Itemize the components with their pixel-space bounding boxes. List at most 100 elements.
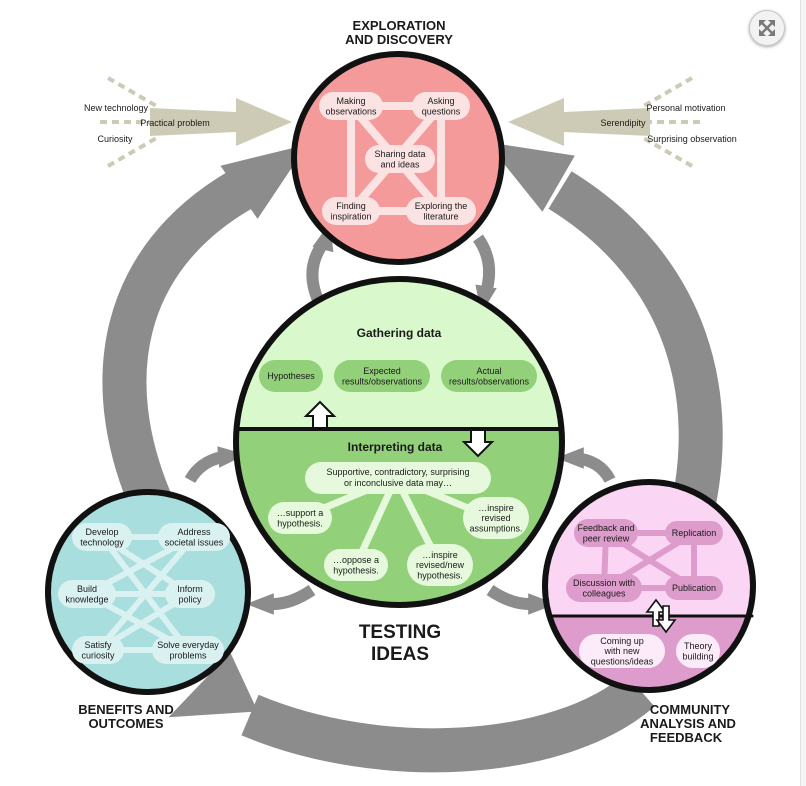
gathering-node-hypotheses: Hypotheses (259, 360, 323, 392)
exploration-node-finding-label: inspiration (330, 211, 371, 221)
arrow-up-to-gathering (303, 400, 337, 429)
benefits-node-satisfy-label: curiosity (81, 650, 115, 660)
outcome-node-revise_hyp-label: hypothesis. (417, 570, 463, 580)
benefits-node-address-label: societal issues (165, 537, 224, 547)
exploration-node-exploring-shape (406, 197, 476, 225)
benefits-node-build-shape (58, 580, 116, 608)
testing-title-line1: TESTING (359, 622, 441, 643)
benefits-node-address-label: Address (177, 527, 211, 537)
community-node-coming_up-label: Coming up (600, 636, 644, 646)
exploration-node-asking-label: Asking (427, 96, 454, 106)
outcome-node-revise_hyp-label: …inspire (422, 550, 458, 560)
benefits-node-address-shape (158, 523, 230, 551)
cycle-arrowhead-benefits (168, 652, 258, 718)
exploration-node-exploring-label: Exploring the (415, 201, 468, 211)
outcome-node-support-label: hypothesis. (277, 518, 323, 528)
input-label-surprising-observation: Surprising observation (647, 134, 737, 144)
input-dashes-right-0 (639, 76, 693, 110)
community-node-publication-shape (665, 576, 723, 600)
outcome-node-revise_assump-label: …inspire (478, 503, 514, 513)
gathering-node-actual-label: Actual (476, 366, 501, 376)
community-title-line3: FEEDBACK (650, 730, 723, 745)
outcome-node-revise_hyp-label: revised/new (416, 560, 465, 570)
exploration-node-finding-shape (322, 197, 380, 225)
community-node-theory-shape (676, 634, 720, 668)
benefits-node-solve-label: problems (169, 650, 207, 660)
cycle-arrow-community-to-benefits (241, 672, 655, 773)
connector-testing-to-community (486, 584, 533, 611)
benefits-node-solve-shape (152, 636, 224, 664)
community-node-coming_up-shape (579, 634, 665, 668)
outcome-node-oppose-label: hypothesis. (333, 565, 379, 575)
outcome-node-revise_assump-label: assumptions. (469, 523, 522, 533)
exploration-node-sharing-label: Sharing data (374, 149, 425, 159)
page-edge (800, 0, 806, 786)
gathering-node-actual-label: results/observations (449, 376, 530, 386)
benefits-title-line1: BENEFITS AND (78, 702, 174, 717)
gathering-data-title: Gathering data (357, 326, 442, 340)
input-dashes-right-2 (639, 134, 693, 168)
exploration-node-making-label: observations (325, 106, 377, 116)
exploration-circle: MakingobservationsAskingquestionsSharing… (291, 51, 505, 265)
exploration-node-asking-label: questions (422, 106, 461, 116)
connector-head-benefits (217, 446, 246, 468)
connector-exploration-to-testing (472, 234, 496, 294)
community-node-publication: Publication (665, 576, 723, 600)
expand-button[interactable] (749, 10, 785, 46)
outcome-node-revise_hyp-shape (407, 544, 473, 586)
benefits-node-solve-label: Solve everyday (157, 640, 219, 650)
testing-top-half (236, 279, 562, 429)
community-node-discussion-label: Discussion with (573, 578, 635, 588)
benefits-node-inform-shape (165, 580, 215, 608)
benefits-link-4 (95, 534, 197, 653)
input-arrow-left (150, 98, 292, 146)
benefits-node-build-label: knowledge (65, 594, 108, 604)
community-node-feedback-shape (574, 519, 638, 547)
community-title-line2: ANALYSIS AND (640, 716, 736, 731)
gathering-node-expected-label: Expected (363, 366, 401, 376)
gathering-node-hypotheses-shape (259, 360, 323, 392)
exploration-node-finding-label: Finding (336, 201, 366, 211)
gathering-node-expected-label: results/observations (342, 376, 423, 386)
community-node-feedback-label: Feedback and (577, 523, 634, 533)
community-node-replication-shape (665, 521, 723, 545)
connector-testing-to-exploration (306, 241, 328, 303)
input-dashes-left-0 (107, 76, 161, 110)
community-title-line1: COMMUNITY (650, 702, 730, 717)
community-node-feedback-label: peer review (583, 533, 630, 543)
community-node-coming_up-label: with new (603, 646, 640, 656)
connector-head-community (556, 447, 584, 469)
input-label-curiosity: Curiosity (97, 134, 133, 144)
outcome-node-support-label: …support a (277, 508, 324, 518)
benefits-node-inform-label: policy (178, 594, 202, 604)
outcome-node-revise_assump-label: revised (481, 513, 510, 523)
community-node-publication-label: Publication (672, 583, 716, 593)
connector-head-to-community (528, 593, 556, 615)
connector-testing-to-benefits (269, 584, 316, 611)
exploration-title-line2: AND DISCOVERY (345, 32, 453, 47)
community-node-replication-label: Replication (672, 528, 717, 538)
community-circle-border (542, 479, 756, 693)
gathering-node-actual-shape (441, 360, 537, 392)
data-may-label: Supportive, contradictory, surprising (327, 467, 470, 477)
input-label-new-technology: New technology (84, 103, 149, 113)
